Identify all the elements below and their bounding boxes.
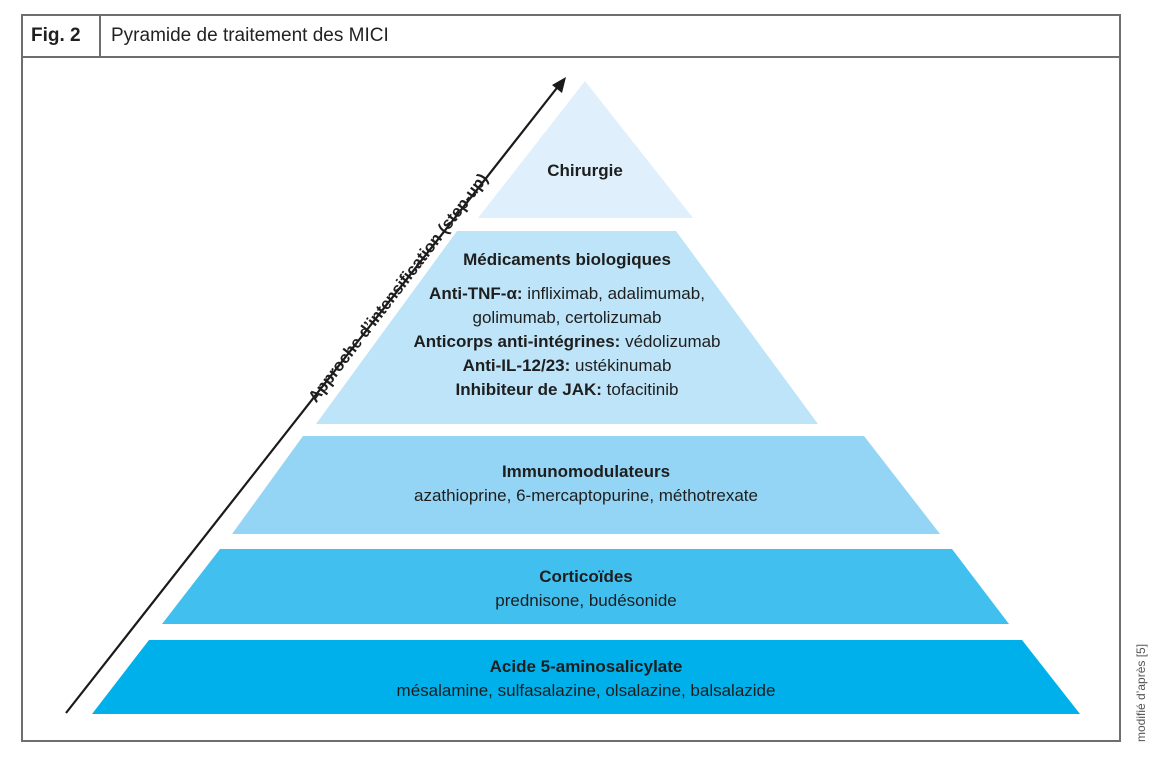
drug-class: Inhibiteur de JAK: bbox=[455, 380, 602, 399]
tier-title: Chirurgie bbox=[547, 161, 623, 180]
tier-subtitle: prednisone, budésonide bbox=[495, 591, 677, 610]
drug-class: Anticorps anti-intégrines: bbox=[413, 332, 621, 351]
tier-4-label: Corticoïdes prednisone, budésonide bbox=[495, 565, 676, 613]
arrow-head-icon bbox=[552, 77, 566, 93]
drug-names: ustékinumab bbox=[570, 356, 672, 375]
drug-names: védolizumab bbox=[620, 332, 721, 351]
drug-names: golimumab, certolizumab bbox=[472, 308, 662, 327]
tier-title: Acide 5-aminosalicylate bbox=[489, 657, 683, 676]
figure-number: Fig. 2 bbox=[23, 16, 101, 56]
drug-line: Inhibiteur de JAK: tofacitinib bbox=[413, 378, 720, 402]
drug-names: infliximab, adalimumab, bbox=[522, 284, 705, 303]
drug-names: tofacitinib bbox=[601, 380, 679, 399]
drug-line: golimumab, certolizumab bbox=[413, 306, 720, 330]
drug-line: Anti-TNF-α: infliximab, adalimumab, bbox=[413, 282, 720, 306]
tier-5-label: Acide 5-aminosalicylate mésalamine, sulf… bbox=[397, 655, 776, 703]
tier-title: Immunomodulateurs bbox=[501, 462, 671, 481]
tier-1-shape bbox=[478, 81, 693, 218]
tier-2-shape bbox=[316, 231, 818, 424]
tier-title: Corticoïdes bbox=[539, 567, 633, 586]
tier-3-label: Immunomodulateurs azathioprine, 6-mercap… bbox=[414, 460, 758, 508]
tier-4-shape bbox=[162, 549, 1009, 624]
source-note: modifié d’après [5] bbox=[1134, 643, 1148, 742]
drug-class: Anti-IL-12/23: bbox=[462, 356, 571, 375]
tier-5-shape bbox=[92, 640, 1080, 714]
figure-title: Pyramide de traitement des MICI bbox=[111, 25, 389, 46]
tier-subtitle: mésalamine, sulfasalazine, olsalazine, b… bbox=[396, 681, 776, 700]
tier-2-label: Médicaments biologiques Anti-TNF-α: infl… bbox=[413, 248, 720, 402]
tier-1-label: Chirurgie bbox=[547, 159, 623, 183]
drug-line: Anti-IL-12/23: ustékinumab bbox=[413, 354, 720, 378]
drug-class: Anti-TNF-α: bbox=[429, 284, 523, 303]
tier-3-shape bbox=[232, 436, 940, 534]
drug-line: Anticorps anti-intégrines: védolizumab bbox=[413, 330, 720, 354]
figure-header: Fig. 2 Pyramide de traitement des MICI bbox=[23, 16, 1119, 58]
figure-frame: Fig. 2 Pyramide de traitement des MICI bbox=[21, 14, 1121, 742]
intensification-arrow bbox=[65, 83, 561, 714]
tier-title: Médicaments biologiques bbox=[463, 250, 671, 269]
tier-subtitle: azathioprine, 6-mercaptopurine, méthotre… bbox=[414, 486, 758, 505]
